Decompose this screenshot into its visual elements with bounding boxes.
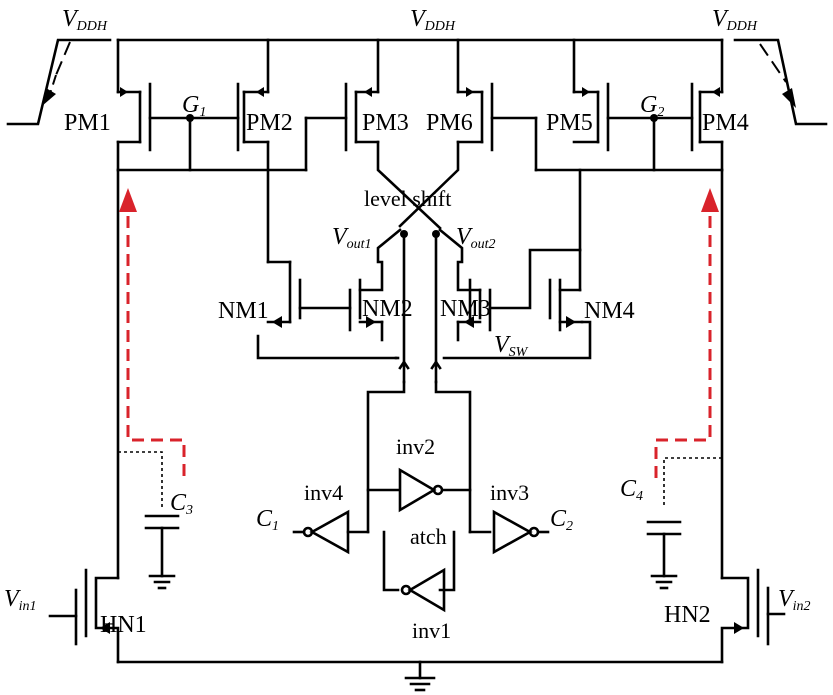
- pm4-transistor: [690, 82, 724, 172]
- inv3-gate: [492, 509, 550, 555]
- inv2-gate: [398, 467, 444, 513]
- vin1-label: Vin1: [4, 586, 37, 614]
- left-current-path: [119, 188, 186, 476]
- vout1-label: Vout1: [332, 224, 372, 252]
- hn1-label: HN1: [100, 612, 147, 638]
- vout2-label: Vout2: [456, 224, 496, 252]
- vddh-label-left: VDDH: [62, 6, 108, 34]
- nm1-label: NM1: [218, 298, 269, 324]
- inv4-gate: [292, 509, 350, 555]
- pm1-label: PM1: [64, 110, 111, 136]
- pm6-label: PM6: [426, 110, 473, 136]
- g2-label: G2: [640, 92, 664, 120]
- left-level-shift-branch: [266, 140, 362, 332]
- c3-capacitor: [144, 514, 180, 590]
- vin2-label: Vin2: [778, 586, 811, 614]
- ground-rail: [116, 660, 724, 692]
- nm2-transistor: [358, 228, 402, 342]
- c4-label: C4: [620, 476, 643, 504]
- level-shift-label: level shift: [364, 186, 451, 211]
- c3-label: C3: [170, 490, 193, 518]
- c4-capacitor: [646, 520, 682, 590]
- vddh-label-right: VDDH: [712, 6, 758, 34]
- pm5-transistor: [572, 38, 694, 172]
- svg-text:VDDH: VDDH: [62, 6, 108, 34]
- pm5-label: PM5: [546, 110, 593, 136]
- vddh-rail: [116, 38, 724, 94]
- nm4-label: NM4: [584, 298, 635, 324]
- hn2-label: HN2: [664, 602, 711, 628]
- latch: [346, 380, 492, 592]
- right-level-shift-branch: [442, 168, 592, 360]
- latch-label: atch: [410, 524, 447, 549]
- c1-label: C1: [256, 506, 279, 534]
- svg-text:VDDH: VDDH: [410, 6, 456, 34]
- right-pulse-waveform: [733, 38, 828, 126]
- right-current-path: [654, 188, 719, 478]
- pm6-transistor: [398, 38, 538, 228]
- output-lines: [394, 230, 442, 384]
- pm2-transistor: [186, 38, 270, 172]
- vsw-label: VSW: [494, 332, 529, 360]
- g1-label: G1: [182, 92, 206, 120]
- nm3-label: NM3: [440, 296, 491, 322]
- inv3-label: inv3: [490, 480, 529, 505]
- inv2-label: inv2: [396, 434, 435, 459]
- inv1-label: inv1: [412, 618, 451, 643]
- left-pulse-waveform: [6, 38, 112, 126]
- inv4-label: inv4: [304, 480, 343, 505]
- svg-text:VDDH: VDDH: [712, 6, 758, 34]
- inv1-gate: [400, 567, 446, 613]
- c4-dotted-link: [663, 457, 722, 508]
- nm3-transistor: [438, 228, 482, 342]
- pm2-label: PM2: [246, 110, 293, 136]
- pm4-label: PM4: [702, 110, 749, 136]
- vddh-label-center: VDDH: [410, 6, 456, 34]
- hn1-transistor: [48, 568, 120, 664]
- hn2-transistor: [720, 568, 786, 664]
- pm3-label: PM3: [362, 110, 409, 136]
- pm1-transistor: [116, 82, 240, 172]
- c2-label: C2: [550, 506, 573, 534]
- nm2-label: NM2: [362, 296, 413, 322]
- nm1-nm2-source-bus: [256, 334, 398, 360]
- c3-dotted-link: [118, 451, 163, 508]
